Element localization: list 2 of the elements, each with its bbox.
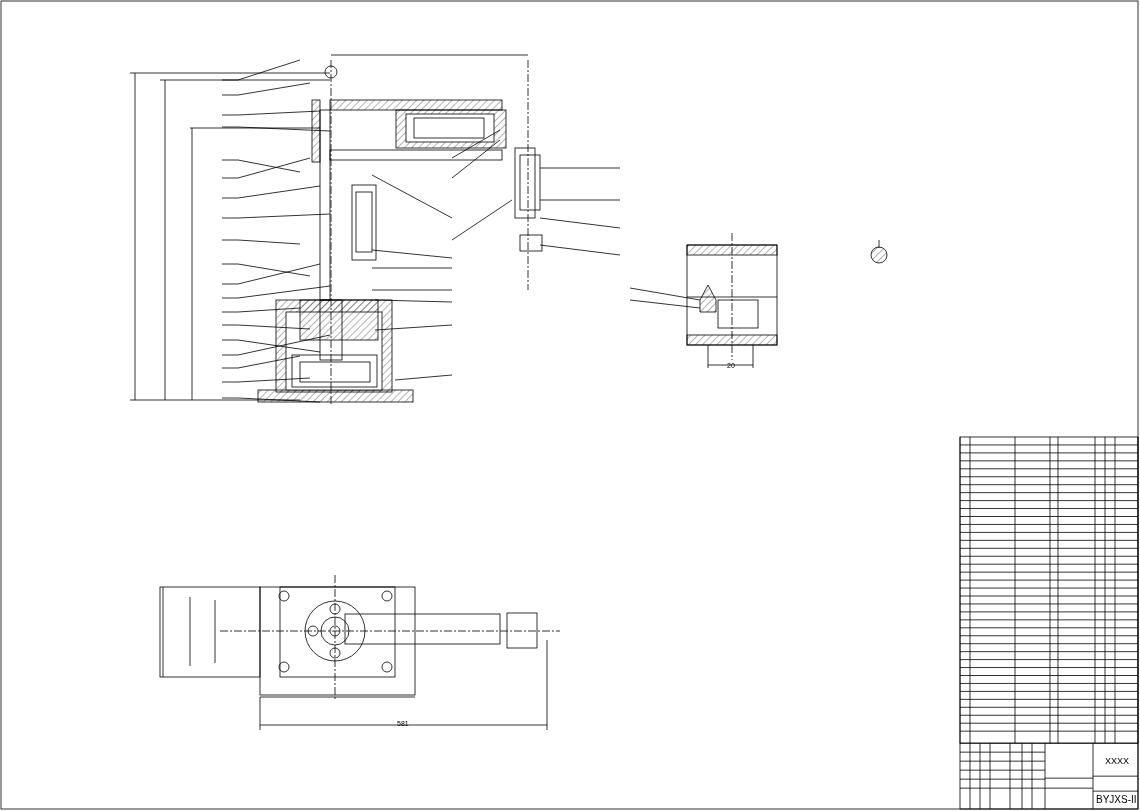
drawing-number: XXXX	[1105, 757, 1129, 767]
drawing-code: BYJXS-II	[1096, 795, 1137, 806]
